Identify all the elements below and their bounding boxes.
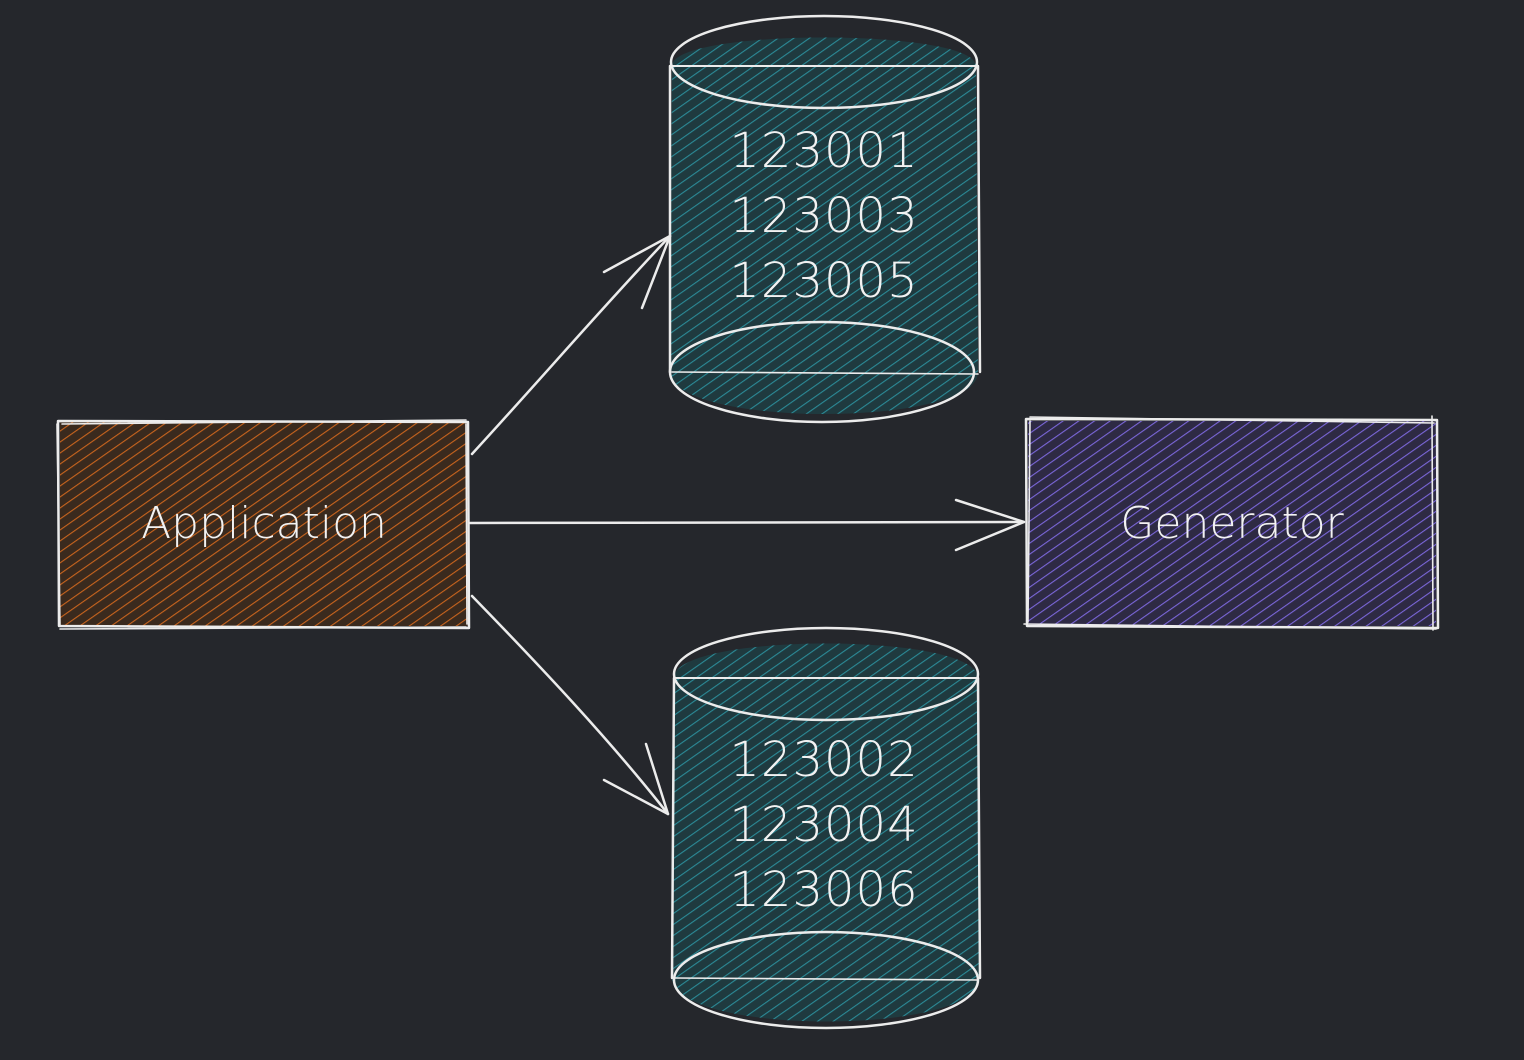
application-fill <box>60 422 468 626</box>
generator-node[interactable]: Generator <box>1023 415 1440 631</box>
database-top-base-rim <box>671 371 979 375</box>
database-top-base <box>668 320 976 424</box>
database-bottom-value-2: 123004 <box>729 797 918 853</box>
arrow-application-to-database-bottom <box>470 594 670 816</box>
generator-outline <box>1024 417 1440 630</box>
database-top[interactable]: 123001 123003 123005 <box>668 14 982 424</box>
database-bottom-value-1: 123002 <box>729 732 918 788</box>
database-top-cap <box>669 14 979 110</box>
database-top-value-1: 123001 <box>729 123 918 179</box>
database-bottom-walls <box>670 676 982 980</box>
application-node[interactable]: Application <box>56 419 471 630</box>
generator-sketch-lines <box>1023 415 1437 631</box>
arrow-head <box>602 234 672 310</box>
arrow-head <box>602 742 670 816</box>
arrow-line <box>470 594 670 816</box>
application-label: Application <box>141 498 387 549</box>
database-bottom-base-rim <box>673 977 979 981</box>
database-top-value-2: 123003 <box>729 188 918 244</box>
arrow-line <box>468 520 1026 525</box>
database-bottom-cap <box>672 626 980 722</box>
arrow-application-to-generator <box>468 498 1026 552</box>
database-bottom[interactable]: 123002 123004 123006 <box>670 626 982 1030</box>
database-bottom-fill <box>672 643 980 1022</box>
arrow-head <box>954 498 1026 552</box>
database-bottom-value-3: 123006 <box>729 862 918 918</box>
database-top-value-3: 123005 <box>729 253 918 309</box>
generator-fill <box>1028 421 1436 626</box>
database-top-fill <box>670 37 978 414</box>
arrow-line <box>470 234 672 456</box>
database-top-walls <box>668 64 982 374</box>
application-sketch-lines <box>56 419 468 630</box>
arrow-application-to-database-top <box>470 234 672 456</box>
generator-label: Generator <box>1120 498 1344 549</box>
